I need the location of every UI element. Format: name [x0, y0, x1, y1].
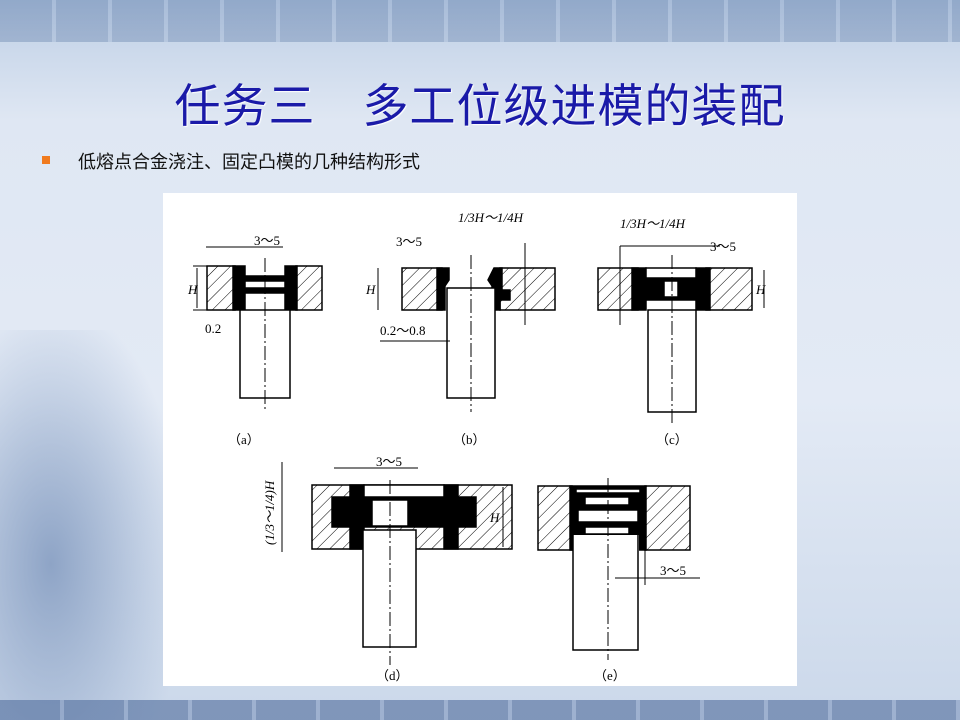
dim-d-height: H: [489, 510, 500, 525]
dim-a-gap: 3～5: [254, 233, 280, 248]
dim-c-height: H: [755, 282, 766, 297]
dim-b-depth: 1/3H～1/4H: [458, 210, 524, 225]
figure-c: [597, 245, 765, 425]
dim-a-clearance: 0.2: [205, 321, 221, 336]
label-c: （c）: [656, 432, 688, 447]
dim-b-height: H: [365, 282, 376, 297]
bullet-icon: [42, 156, 50, 164]
dim-b-gap: 3～5: [396, 234, 422, 249]
bullet-text: 低熔点合金浇注、固定凸模的几种结构形式: [78, 152, 420, 173]
label-d: （d）: [376, 668, 409, 683]
figure-b: [377, 243, 556, 412]
dim-d-depth: (1/3～1/4)H: [262, 480, 277, 545]
background-decoration: [0, 330, 170, 720]
decorative-bottom-band: [0, 700, 960, 720]
slide-title: 任务三 多工位级进模的装配: [174, 79, 786, 133]
dim-e-gap: 3～5: [660, 563, 686, 578]
label-b: （b）: [453, 432, 486, 447]
punch-fixing-diagram: 3～5 0.2 H 3～5 0.2～0.8 1/3H～1/4H H 3～5 1/…: [187, 210, 766, 683]
dim-d-gap: 3～5: [376, 454, 402, 469]
figure-e: [537, 478, 700, 660]
label-a: （a）: [228, 432, 260, 447]
dim-c-gap: 3～5: [710, 239, 736, 254]
dim-b-clearance: 0.2～0.8: [380, 323, 426, 338]
dim-c-depth: 1/3H～1/4H: [620, 216, 686, 231]
figure-d: [281, 462, 513, 665]
decorative-top-band: [0, 0, 960, 42]
figure-a: [193, 246, 323, 412]
label-e: （e）: [594, 668, 626, 683]
diagram-figure: 3～5 0.2 H 3～5 0.2～0.8 1/3H～1/4H H 3～5 1/…: [163, 193, 797, 686]
dim-a-height: H: [187, 282, 198, 297]
